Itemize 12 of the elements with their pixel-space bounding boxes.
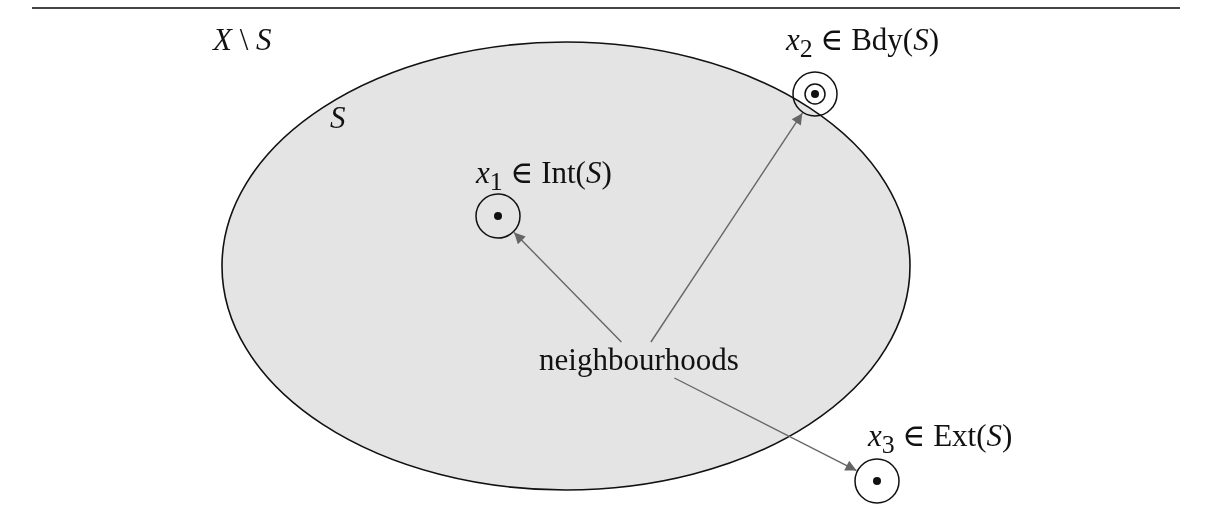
point-label: x$_{3}$ ∈ Ext(S) — [868, 418, 1013, 462]
set-label: S — [330, 100, 346, 136]
point-label: x$_{2}$ ∈ Bdy(S) — [786, 22, 939, 66]
complement-label: X \ S — [213, 22, 272, 58]
arrow — [650, 112, 803, 343]
arrow — [513, 231, 623, 343]
neighbourhood-circle — [475, 193, 521, 239]
arrow — [673, 377, 858, 472]
neighbourhood-circle — [854, 458, 900, 504]
neighbourhood-circle — [792, 71, 838, 117]
text-label: neighbourhoods — [517, 342, 761, 378]
point-label: x$_{1}$ ∈ Int(S) — [476, 155, 612, 199]
